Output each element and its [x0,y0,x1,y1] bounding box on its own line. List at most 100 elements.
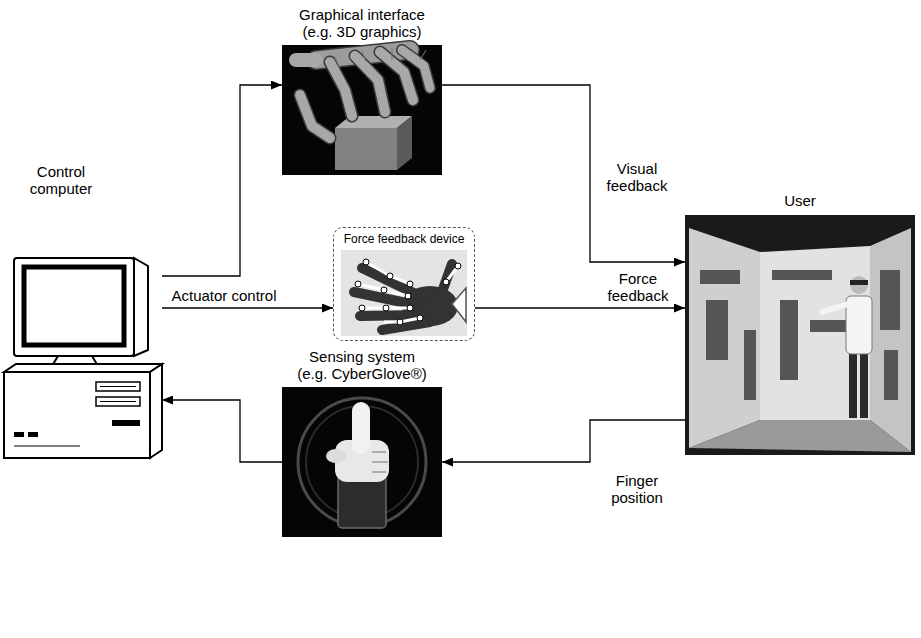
computer-illustration [96,382,140,391]
graphics-picture [402,50,430,88]
node-heading: User [760,192,840,209]
exoskeleton-picture [358,262,458,322]
edge-label: Visual feedback [598,160,676,194]
computer-illustration [134,258,148,356]
sensing-node: Sensing system (e.g. CyberGlove®) [282,348,442,537]
node-heading: Graphical interface (e.g. 3D graphics) [290,6,434,40]
graphics-picture [392,48,393,60]
computer-illustration [100,386,136,387]
glove-picture [372,471,386,473]
graphics-picture [282,45,442,175]
exoskeleton-picture [407,305,413,311]
exoskeleton-picture [452,288,466,322]
edge-label: Actuator control [163,287,285,304]
exoskeleton-picture [417,315,423,321]
cave-picture [689,420,911,452]
cave-picture [685,215,915,455]
computer-illustration [28,432,38,437]
cave-picture [700,270,740,284]
cave-picture [880,270,900,330]
graphics-picture [330,62,352,116]
exoskeleton-picture [359,305,365,311]
graphics-picture [296,53,316,67]
computer-illustration [14,432,24,437]
computer-illustration [4,364,162,372]
graphics-picture [420,50,426,60]
graphics-picture [397,116,412,170]
graphics-picture [355,56,385,112]
cave-picture [685,215,915,455]
exoskeleton-picture [443,279,449,285]
cave-picture [772,270,832,280]
person-figure [850,276,868,294]
computer-illustration [24,267,124,345]
exoskeleton-picture [341,250,467,336]
connector-arrow [442,420,685,462]
exoskeleton-picture [387,273,393,279]
exoskeleton-picture [381,287,387,293]
cave-picture [744,330,756,400]
graphics-picture [282,45,442,175]
glove-picture [372,451,386,453]
person-figure [860,350,868,418]
computer-illustration [14,258,134,356]
graphics-picture [334,56,340,68]
exoskeleton-picture [341,250,467,336]
person-figure [822,304,848,312]
cave-picture [700,270,900,400]
exoskeleton-picture [363,259,369,265]
connector-arrow [475,307,685,308]
exoskeleton-picture [354,292,416,305]
exoskeleton-picture [355,259,461,325]
person-figure [822,276,872,418]
exoskeleton-picture [397,319,403,325]
exoskeleton-picture [355,281,361,287]
glove-picture [372,461,388,463]
glove-picture [338,476,386,528]
edge-label: Finger position [598,472,676,506]
computer-illustration [4,372,150,458]
graphics-picture [300,95,330,138]
cave-picture [706,300,728,360]
computer-illustration [150,364,162,458]
person-figure [849,350,857,418]
node-heading: Sensing system (e.g. CyberGlove®) [293,348,431,382]
exoskeleton-picture [366,262,410,284]
exoskeleton-picture [358,284,408,296]
person-figure [850,280,868,285]
glove-picture [282,387,442,537]
exoskeleton-picture [407,281,413,287]
edge-label: Force feedback [599,270,677,304]
connector-arrow [162,400,282,462]
node-heading: Control computer [16,163,106,197]
graphics-picture [362,50,366,62]
graphics-picture [402,50,430,88]
glove-picture [282,387,442,537]
computer-illustration [14,446,80,447]
computer-illustration [96,397,140,406]
device-box: Force feedback device [333,227,475,341]
graphics-picture [335,128,397,170]
cave-picture [884,350,898,400]
graphics-picture [300,95,330,138]
cave-picture [780,300,798,380]
graphics-picture [330,62,352,116]
glove-picture [352,402,370,454]
cave-picture [689,228,760,448]
exoskeleton-picture [405,293,411,299]
graphics-picture [334,48,426,68]
connector-arrow [162,307,333,308]
graphics-picture [296,50,430,138]
exoskeleton-picture [354,264,452,330]
exoskeleton-picture [383,305,389,311]
connector-arrow [162,85,282,276]
exoskeleton-picture [455,263,461,269]
computer-node: Control computer [4,163,162,460]
glove-picture [326,449,346,463]
cave-picture [870,228,911,452]
computer-illustration [100,401,136,402]
exoskeleton-picture [360,315,420,316]
computer-illustration [112,420,140,426]
